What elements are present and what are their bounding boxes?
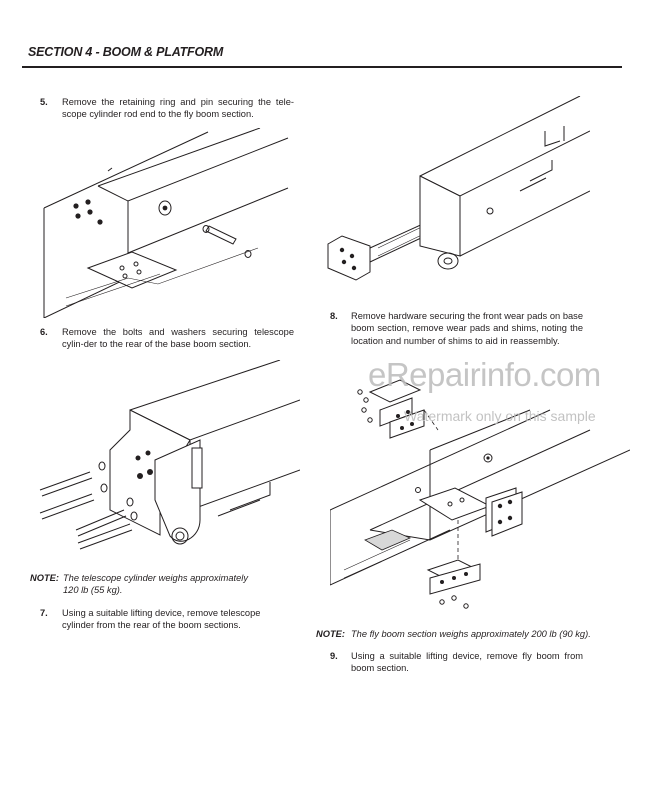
step-8: 8. Remove hardware securing the front we… bbox=[330, 310, 583, 350]
step-number: 7. bbox=[40, 608, 48, 618]
step-number: 5. bbox=[40, 97, 48, 107]
figure-telescope-cylinder-bolts bbox=[30, 360, 300, 560]
figure-wear-pads-and-shims bbox=[330, 370, 630, 620]
note-text: The fly boom section weighs approximatel… bbox=[351, 629, 591, 639]
note-fly-boom-weight: NOTE: The fly boom section weighs approx… bbox=[316, 628, 636, 642]
step-text: Using a suitable lifting device, remove … bbox=[62, 608, 261, 631]
step-number: 6. bbox=[40, 327, 48, 337]
step-6: 6. Remove the bolts and washers securing… bbox=[40, 326, 295, 354]
note-label: NOTE: bbox=[30, 573, 59, 583]
step-text: Using a suitable lifting device, remove … bbox=[351, 651, 583, 674]
figure-retaining-pin-removal bbox=[40, 128, 300, 318]
step-5: 5. Remove the retaining ring and pin sec… bbox=[40, 96, 295, 124]
header-divider bbox=[22, 66, 622, 68]
watermark-site: eRepairinfo.com bbox=[368, 356, 601, 393]
note-cylinder-weight: NOTE: The telescope cylinder weighs appr… bbox=[30, 572, 270, 598]
step-number: 9. bbox=[330, 651, 338, 661]
step-7: 7. Using a suitable lifting device, remo… bbox=[40, 607, 280, 635]
step-number: 8. bbox=[330, 311, 338, 321]
note-label: NOTE: bbox=[316, 629, 345, 639]
watermark-caption: Watermark only on this sample bbox=[404, 408, 596, 424]
note-text: The telescope cylinder weighs approximat… bbox=[63, 573, 248, 596]
step-9: 9. Using a suitable lifting device, remo… bbox=[330, 650, 583, 678]
figure-boom-rear-end bbox=[320, 96, 590, 286]
step-text: Remove the retaining ring and pin securi… bbox=[62, 97, 294, 120]
step-text: Remove hardware securing the front wear … bbox=[351, 311, 583, 346]
step-text: Remove the bolts and washers securing te… bbox=[62, 327, 294, 350]
section-title: SECTION 4 - BOOM & PLATFORM bbox=[28, 45, 224, 59]
